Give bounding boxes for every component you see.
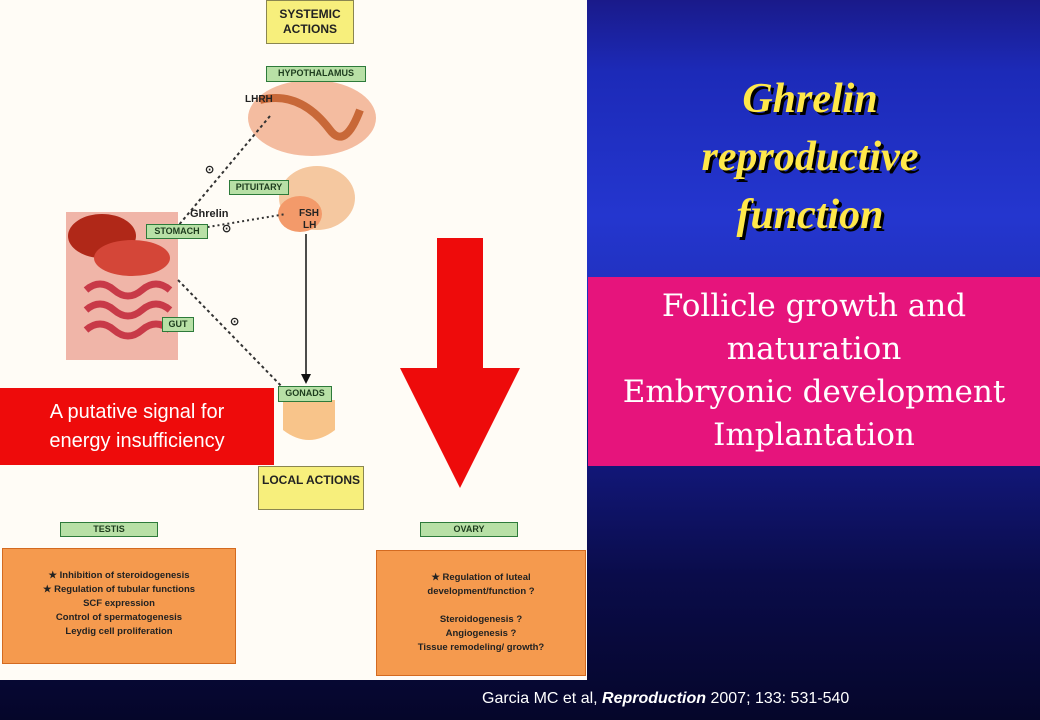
inhibition-mark-2: ⊙	[222, 223, 232, 235]
ghrelin-label: Ghrelin	[190, 208, 229, 220]
local-actions-box: LOCAL ACTIONS	[258, 466, 364, 510]
stomach-pituitary-link	[177, 213, 287, 233]
hypothalamus-tract	[259, 94, 364, 141]
testis-label: TESTIS	[60, 522, 158, 537]
citation-journal: Reproduction	[602, 690, 707, 707]
gonads-label: GONADS	[278, 386, 332, 402]
title-line: reproductive	[701, 134, 919, 180]
gut-gonads-link	[177, 279, 291, 396]
slide-title: Ghrelin reproductive function	[620, 70, 1000, 244]
ovary-item: Steroidogenesis ?	[439, 614, 523, 625]
citation: Garcia MC et al, Reproduction 2007; 133:…	[482, 690, 849, 708]
testis-actions-box: ★ Inhibition of steroidogenesis ★ Regula…	[2, 548, 236, 664]
function-line: Implantation	[713, 417, 915, 453]
citation-details: 2007; 133: 531-540	[706, 690, 850, 707]
citation-authors: Garcia MC et al,	[482, 690, 603, 707]
ovary-item: Angiogenesis ?	[445, 628, 517, 639]
pituitary-gonads-arrowhead	[301, 374, 311, 384]
lh-label: LH	[303, 220, 317, 231]
signal-line: A putative signal for	[49, 401, 225, 423]
ovary-item: development/function ?	[427, 586, 535, 597]
putative-signal-label: A putative signal for energy insufficien…	[0, 388, 274, 465]
intestine-shape	[83, 280, 173, 340]
lhrh-label: LHRH	[245, 94, 273, 105]
testis-item: ★ Regulation of tubular functions	[42, 584, 196, 595]
down-arrow-icon	[400, 238, 520, 488]
gonad-shape	[283, 400, 335, 440]
stomach-label: STOMACH	[146, 224, 208, 239]
ovary-item: Tissue remodeling/ growth?	[417, 642, 545, 653]
stomach-shape	[94, 240, 170, 276]
title-line: Ghrelin	[742, 76, 878, 122]
function-line: maturation	[726, 331, 902, 367]
gut-label: GUT	[162, 317, 194, 332]
ovary-label: OVARY	[420, 522, 518, 537]
inhibition-mark-3: ⊙	[230, 316, 240, 328]
testis-item: Control of spermatogenesis	[55, 612, 183, 623]
title-line: function	[736, 192, 884, 238]
testis-item: ★ Inhibition of steroidogenesis	[48, 570, 190, 581]
ovary-item: ★ Regulation of luteal	[431, 572, 531, 583]
inhibition-mark-1: ⊙	[205, 164, 215, 176]
function-line: Embryonic development	[622, 374, 1006, 410]
pituitary-label: PITUITARY	[229, 180, 289, 195]
functions-panel: Follicle growth and maturation Embryonic…	[588, 277, 1040, 466]
fsh-label: FSH	[299, 208, 319, 219]
ghrelin-diagram: ⊙ ⊙ ⊙ SYSTEMIC ACTIONS HYPOTHALAMUS LHRH…	[2, 0, 586, 676]
function-line: Follicle growth and	[661, 288, 967, 324]
testis-item: SCF expression	[83, 598, 155, 609]
pituitary-lobe	[278, 196, 322, 232]
hypothalamus-label: HYPOTHALAMUS	[266, 66, 366, 82]
signal-line: energy insufficiency	[49, 430, 225, 452]
testis-item: Leydig cell proliferation	[65, 626, 173, 637]
systemic-actions-box: SYSTEMIC ACTIONS	[266, 0, 354, 44]
ovary-actions-box: ★ Regulation of luteal development/funct…	[376, 550, 586, 676]
